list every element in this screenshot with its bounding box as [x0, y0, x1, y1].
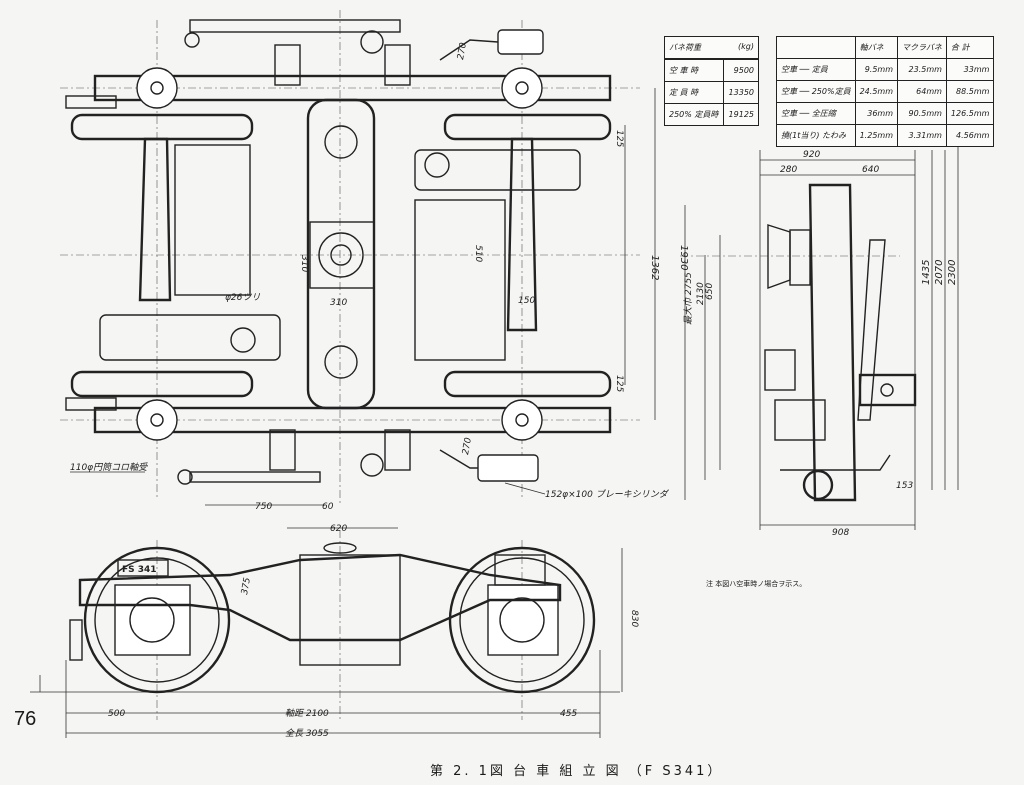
drawing-note: 注 本図ハ空車時ノ場合ヲ示ス。 — [706, 580, 807, 588]
bogie-nameplate: FS 341 — [122, 565, 157, 575]
table-header: 軸バネマクラバネ合 計 — [776, 36, 995, 59]
journal-box-left — [114, 584, 191, 656]
dim-510: 510 — [473, 245, 483, 262]
header-cell — [776, 36, 856, 59]
cell: 1.25mm — [854, 124, 899, 147]
wheel-right-bottom — [443, 370, 612, 398]
wheel-right — [448, 546, 596, 694]
cell: 3.31mm — [897, 124, 947, 147]
spring-load-title: バネ荷重 (kg) — [664, 36, 759, 59]
dim-650: 650 — [705, 283, 715, 300]
dim-2300: 2300 — [947, 260, 958, 285]
dim-375: 375 — [240, 577, 253, 596]
dim-wheelbase: 軸距 2100 — [285, 708, 329, 719]
row-value: 19125 — [723, 103, 759, 126]
row-label: 定 員 時 — [663, 81, 725, 104]
journal-box-right — [487, 584, 559, 656]
cell: 空車 ── 定員 — [776, 58, 856, 81]
bearing-label: 110φ円筒コロ軸受 — [70, 462, 148, 473]
wheel-left-top — [70, 113, 254, 141]
cell: 23.5mm — [897, 58, 947, 81]
dim-1930: 1930 — [678, 245, 689, 270]
dim-2070: 2070 — [934, 260, 945, 285]
bolster — [306, 98, 376, 410]
dim-1362: 1362 — [649, 255, 660, 280]
brake-cylinder-bottom — [477, 454, 539, 482]
cell: 空車 ── 全圧縮 — [776, 102, 856, 125]
dim-125: 125 — [614, 130, 624, 147]
dim-125: 125 — [614, 375, 624, 392]
dim-2755: 最大巾 2755 — [683, 272, 694, 325]
dim-500: 500 — [108, 709, 125, 719]
dim-830: 830 — [629, 610, 639, 627]
row-value: 13350 — [723, 81, 759, 104]
cell: 88.5mm — [945, 80, 995, 103]
brake-cylinder-top — [497, 29, 544, 55]
cell: 空車 ── 250%定員 — [776, 80, 856, 103]
plan-view: 1362 1930 125 125 750 60 510 310 310 270… — [60, 10, 689, 512]
cell: 撓(1t当り) たわみ — [776, 124, 856, 147]
cell: 4.56mm — [945, 124, 995, 147]
hanger-label: φ26ツリ — [225, 293, 260, 303]
row-value: 9500 — [723, 59, 759, 82]
dim-270: 270 — [456, 42, 469, 61]
cell: 9.5mm — [854, 58, 899, 81]
dim-310: 310 — [299, 255, 309, 272]
cell: 64mm — [897, 80, 947, 103]
dim-2130: 2130 — [696, 282, 706, 305]
wheel-left-bottom — [70, 370, 254, 398]
cell: 126.5mm — [945, 102, 995, 125]
dim-908: 908 — [832, 528, 849, 538]
side-view: 920 280 640 908 153 1435 2070 2300 最大巾 2… — [680, 140, 959, 538]
dim-455: 455 — [560, 709, 577, 719]
elevation-view: FS 341 620 830 500 軸距 2100 455 全長 3055 3… — [30, 524, 639, 739]
dim-60: 60 — [322, 502, 334, 512]
cell: 36mm — [854, 102, 899, 125]
row-label: 空 車 時 — [663, 59, 725, 82]
dim-920: 920 — [803, 150, 820, 160]
brake-cylinder-label: 152φ×100 ブレーキシリンダ — [545, 489, 670, 500]
dim-153: 153 — [896, 481, 913, 491]
dim-1435: 1435 — [921, 260, 932, 285]
dim-640: 640 — [862, 165, 879, 175]
wheel-left — [83, 546, 231, 694]
dim-270: 270 — [461, 437, 474, 456]
dim-150: 150 — [518, 296, 535, 306]
side-frame-section — [808, 183, 857, 502]
cell: 90.5mm — [897, 102, 947, 125]
header-cell: 軸バネ — [854, 36, 899, 59]
wheel-right-top — [443, 113, 612, 141]
header-cell: 合 計 — [945, 36, 995, 59]
figure-caption: 第 2. 1図 台 車 組 立 図 （F S341） — [430, 764, 724, 779]
row-label: 250% 定員時 — [663, 103, 725, 126]
dim-overall-length: 全長 3055 — [285, 728, 329, 739]
side-frame — [78, 553, 562, 642]
dim-310: 310 — [330, 298, 347, 308]
spring-load-table: バネ荷重 (kg) — [664, 36, 759, 59]
axle-right — [506, 137, 538, 332]
cell: 24.5mm — [854, 80, 899, 103]
cell: 33mm — [945, 58, 995, 81]
axle-left — [138, 137, 172, 302]
page-number: 76 — [14, 708, 37, 730]
header-cell: マクラバネ — [897, 36, 947, 59]
dim-750: 750 — [255, 502, 272, 512]
dim-620: 620 — [330, 524, 347, 534]
dim-280: 280 — [780, 165, 797, 175]
